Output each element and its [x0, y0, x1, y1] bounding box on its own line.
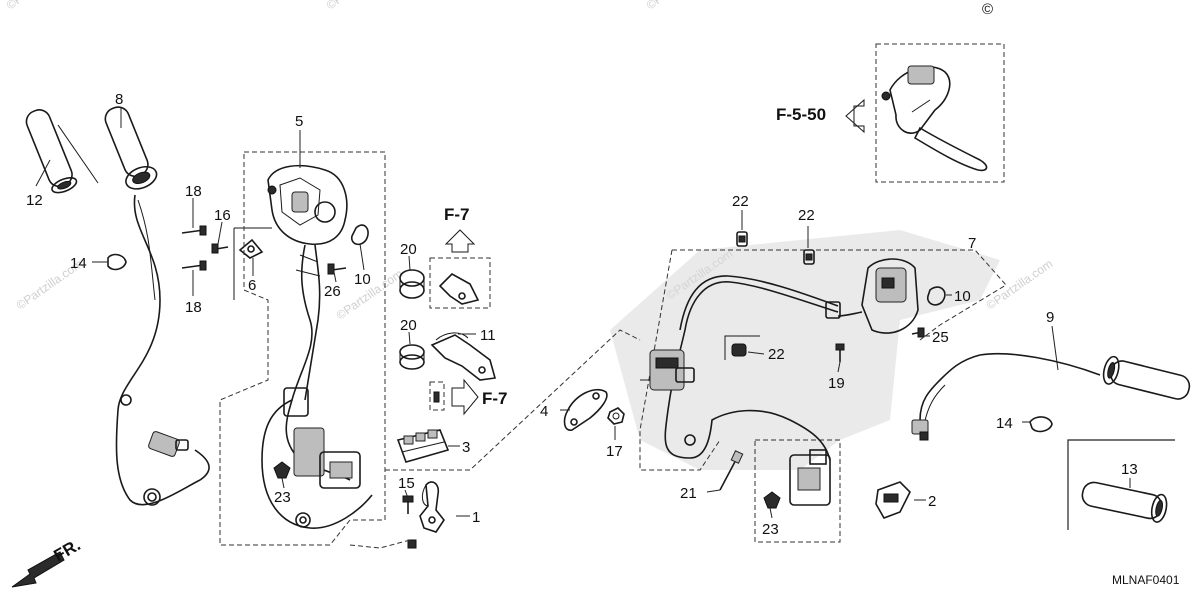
callout-10-right: 10: [954, 288, 971, 305]
bolt-part-18: [181, 225, 207, 271]
callout-18-bottom: 18: [185, 299, 202, 316]
lever-reference-box: F-5-50: [776, 43, 1005, 183]
bolt-part-15: [402, 495, 414, 514]
right-grip-part-9: [911, 352, 1191, 441]
callout-17: 17: [606, 443, 623, 460]
front-arrow-icon: [11, 551, 65, 588]
callout-8: 8: [115, 91, 123, 108]
callout-9: 9: [1046, 309, 1054, 326]
callout-20-top: 20: [400, 241, 417, 258]
callout-21: 21: [680, 485, 697, 502]
left-grip-assembly: [25, 106, 272, 506]
callout-13: 13: [1121, 461, 1138, 478]
callout-25: 25: [932, 329, 949, 346]
callout-26: 26: [324, 283, 341, 300]
screw-part-25: [911, 327, 925, 338]
callout-15: 15: [398, 475, 415, 492]
up-arrow: [444, 229, 476, 253]
left-handlebar-switch: [267, 164, 348, 245]
bracket-part-6: [233, 227, 272, 300]
throttle-grip-part-8: [104, 106, 158, 190]
clamp-part-14: [1029, 416, 1053, 433]
callout-23-right: 23: [762, 521, 779, 538]
callout-1: 1: [472, 509, 480, 526]
watermark: ©Partzilla.com: [644, 0, 716, 12]
callout-12: 12: [26, 192, 43, 209]
right-arrow: [451, 378, 479, 416]
reference-f7-top: F-7: [444, 205, 470, 224]
callout-4: 4: [540, 403, 548, 420]
copyright-mark: ©: [982, 1, 993, 18]
callout-22-middle: 22: [798, 207, 815, 224]
cable-tie-part-21: [719, 450, 744, 491]
bracket-part-1: [407, 481, 445, 549]
clip-part-22: [731, 231, 815, 357]
diagram-code: MLNAF0401: [1112, 573, 1180, 587]
grip-part-12: [25, 109, 78, 194]
grip-part-13-box: [1067, 439, 1175, 530]
nut-part-17: [607, 407, 625, 425]
callout-22-left: 22: [732, 193, 749, 210]
callout-labels: 8 5 12 14 18 18 16 6 26 10 20 20 11 3 15…: [26, 91, 1138, 538]
connector-block-part-3: [396, 429, 450, 463]
bracket-part-4: [563, 388, 608, 431]
callout-14-left: 14: [70, 255, 87, 272]
callout-14-right: 14: [996, 415, 1013, 432]
left-switch-harness-part-5: [219, 151, 386, 546]
callout-20-bottom: 20: [400, 317, 417, 334]
callout-23-left: 23: [274, 489, 291, 506]
clamp-part-20-lower: [399, 344, 425, 370]
callout-19: 19: [828, 375, 845, 392]
reference-f7-right: F-7: [482, 389, 508, 408]
bracket-part-11: [430, 332, 497, 381]
watermark: ©Partzilla.com: [4, 0, 76, 12]
clamp-part-20: [399, 269, 425, 299]
bracket-part-2: [875, 481, 911, 519]
callout-22-lower: 22: [768, 346, 785, 363]
callout-5: 5: [295, 113, 303, 130]
callout-2: 2: [928, 493, 936, 510]
callout-16: 16: [214, 207, 231, 224]
screw-part-19: [835, 343, 845, 362]
screw-part-26: [327, 263, 347, 275]
callout-6: 6: [248, 277, 256, 294]
right-handlebar-switch: [837, 258, 919, 334]
callout-18-top: 18: [185, 183, 202, 200]
reference-f5-50: F-5-50: [776, 105, 826, 124]
center-bracket-group: F-7 F-7: [396, 205, 508, 549]
front-direction-indicator: FR.: [11, 535, 84, 588]
callout-3: 3: [462, 439, 470, 456]
callout-leaders: [35, 108, 1131, 519]
callout-7: 7: [968, 235, 976, 252]
callout-11: 11: [480, 327, 496, 344]
clutch-lever-holder: [881, 65, 988, 172]
connector: [148, 431, 189, 457]
right-switch-harness-part-7: [563, 230, 1007, 543]
left-arrow: [845, 98, 865, 134]
watermark: ©Partzilla.com: [324, 0, 396, 12]
callout-10-left: 10: [354, 271, 371, 288]
screw-part-16: [211, 243, 229, 254]
